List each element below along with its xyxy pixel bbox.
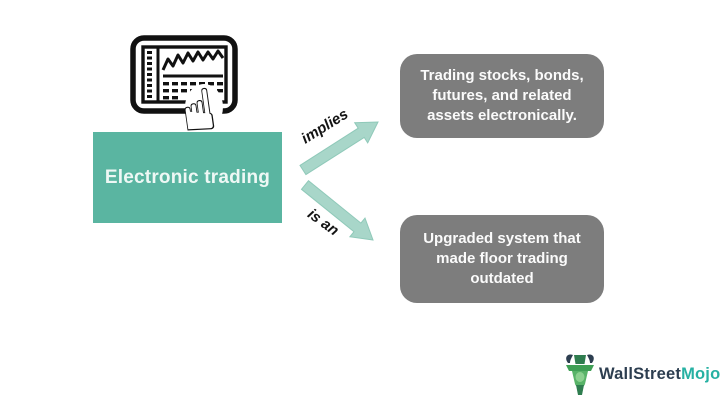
price-line-chart — [161, 49, 225, 71]
ticker-dots — [147, 51, 152, 98]
system-box-text: Upgraded system that made floor trading … — [423, 230, 581, 287]
bull-logo-icon — [566, 354, 594, 395]
logo-text-wallstreet: WallStreet — [599, 364, 682, 383]
main-concept-label: Electronic trading — [104, 166, 271, 188]
definition-box: Trading stocks, bonds, futures, and rela… — [400, 54, 604, 138]
definition-box-text: Trading stocks, bonds, futures, and rela… — [420, 67, 584, 124]
trading-screen-icon: ☝ — [130, 35, 238, 131]
system-box: Upgraded system that made floor trading … — [400, 215, 604, 303]
arrow-label-implies: implies — [298, 105, 352, 148]
logo-wordmark: WallStreetMojo — [599, 365, 720, 384]
main-concept-box: Electronic trading — [93, 132, 282, 223]
wallstreetmojo-logo: WallStreetMojo — [564, 352, 720, 396]
logo-text-mojo: Mojo — [681, 364, 720, 383]
arrow-label-is-an: is an — [304, 205, 342, 240]
